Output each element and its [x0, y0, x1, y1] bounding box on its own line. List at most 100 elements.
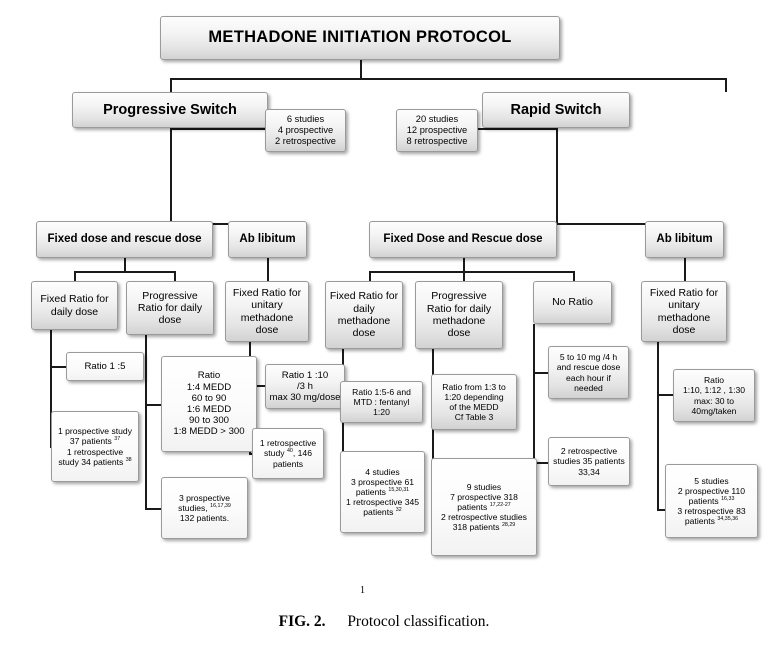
node-rs-fixed-ratio-daily-methadone-label: Fixed Ratio for daily methadone dose — [329, 290, 399, 340]
connector-rapid-stem — [556, 128, 558, 223]
connector-root-horizontal — [170, 78, 726, 80]
node-rs-fixed-rescue[interactable]: Fixed Dose and Rescue dose — [369, 221, 557, 258]
detail-ps-ab-ratio[interactable]: Ratio 1 :10 /3 h max 30 mg/dose — [265, 364, 345, 409]
node-rs-progressive-ratio-daily-methadone-label: Progressive Ratio for daily methadone do… — [426, 290, 492, 340]
connector-rs-progratio-drop — [463, 271, 465, 281]
detail-ps-fixedratio-ratio-text: Ratio 1 :5 — [84, 360, 126, 372]
note-rapid-switch-text: 20 studies 12 prospective 8 retrospectiv… — [406, 114, 468, 146]
connector-progressive-note — [170, 128, 265, 130]
detail-rs-ab-studies-l2: 2 prospective 110 — [677, 485, 746, 496]
detail-rs-progratio-studies-l5: 318 patients 28,29 — [452, 522, 516, 533]
detail-rs-noratio-dose[interactable]: 5 to 10 mg /4 h and rescue dose each hou… — [548, 346, 629, 399]
node-ps-fixed-rescue[interactable]: Fixed dose and rescue dose — [36, 221, 213, 258]
detail-rs-fixedratio-ratio[interactable]: Ratio 1:5-6 and MTD : fentanyl 1:20 — [340, 381, 423, 423]
connector-progressive-stem — [170, 128, 172, 223]
detail-ps-ab-studies-l2: study 40, 146 — [264, 448, 312, 459]
figure-label: FIG. 2. — [278, 613, 326, 630]
connector-root-stem — [360, 60, 362, 79]
node-ps-progressive-ratio-daily-label: Progressive Ratio for daily dose — [137, 289, 203, 327]
node-ps-ab-libitum[interactable]: Ab libitum — [228, 221, 307, 258]
detail-ps-ab-studies[interactable]: 1 retrospective study 40, 146 patients — [252, 428, 324, 479]
node-rs-ab-libitum[interactable]: Ab libitum — [645, 221, 724, 258]
connector-rs-fixedratio-drop — [369, 271, 371, 281]
connector-rs-ab-spine — [657, 342, 659, 509]
connector-root-left-drop — [170, 78, 172, 92]
connector-ps-fixed-stem — [124, 258, 126, 271]
node-rs-fixed-ratio-daily-methadone[interactable]: Fixed Ratio for daily methadone dose — [325, 281, 403, 349]
node-ps-fixed-ratio-daily[interactable]: Fixed Ratio for daily dose — [31, 281, 118, 330]
detail-ps-fixedratio-studies-l1: 1 prospective study — [57, 426, 133, 437]
detail-rs-noratio-studies[interactable]: 2 retrospective studies 35 patients 33,3… — [548, 437, 630, 486]
figure-caption: FIG. 2. Protocol classification. — [0, 613, 768, 631]
connector-rapid-note — [478, 128, 556, 130]
connector-ps-progratio-spine — [145, 335, 147, 508]
connector-rs-progratio-spine — [432, 349, 434, 516]
detail-rs-ab-studies-l5: patients 34,35,36 — [684, 516, 739, 527]
detail-ps-fixedratio-studies-l3: 1 retrospective — [66, 446, 124, 457]
connector-ps-progratio-d1 — [145, 404, 161, 406]
connector-rs-noratio-drop — [573, 271, 575, 281]
detail-rs-noratio-studies-l2: studies 35 patients — [553, 456, 625, 467]
connector-ps-ab-d1 — [249, 385, 265, 387]
node-rs-fixed-rescue-label: Fixed Dose and Rescue dose — [383, 232, 543, 245]
note-rapid-switch-studies[interactable]: 20 studies 12 prospective 8 retrospectiv… — [396, 109, 478, 152]
detail-ps-progratio-studies[interactable]: 3 prospective studies, 16,17,39 132 pati… — [161, 477, 248, 539]
detail-rs-noratio-dose-text: 5 to 10 mg /4 h and rescue dose each hou… — [556, 352, 621, 393]
connector-rs-fixed-stem — [463, 258, 465, 271]
detail-rs-ab-studies-l3: patients 16,33 — [688, 495, 735, 506]
detail-rs-fixedratio-studies[interactable]: 4 studies 3 prospective 61 patients 15,3… — [340, 451, 425, 533]
node-progressive-switch[interactable]: Progressive Switch — [72, 92, 268, 128]
connector-ps-ab-stem — [267, 258, 269, 281]
node-rs-ab-unitary-label: Fixed Ratio for unitary methadone dose — [649, 286, 719, 336]
detail-rs-ab-studies[interactable]: 5 studies 2 prospective 110 patients 16,… — [665, 464, 758, 538]
connector-rapid-split — [463, 223, 685, 225]
ref-17-22-27: 17,22-27 — [489, 502, 511, 509]
detail-rs-fixedratio-studies-l4: 1 retrospective 345 — [345, 497, 420, 508]
node-rs-progressive-ratio-daily-methadone[interactable]: Progressive Ratio for daily methadone do… — [415, 281, 503, 349]
detail-ps-progratio-studies-l2: studies, 16,17,39 — [178, 502, 231, 513]
connector-ps-fixedratio-spine — [50, 330, 52, 446]
connector-ps-fixedratio-drop — [74, 271, 76, 281]
ref-16-17-39: 16,17,39 — [210, 503, 231, 510]
node-rs-ab-unitary[interactable]: Fixed Ratio for unitary methadone dose — [641, 281, 727, 342]
detail-rs-progratio-ratio[interactable]: Ratio from 1:3 to 1:20 depending of the … — [431, 374, 517, 430]
node-rs-no-ratio-label: No Ratio — [552, 296, 593, 309]
node-rs-ab-libitum-label: Ab libitum — [656, 232, 713, 245]
detail-rs-progratio-ratio-text: Ratio from 1:3 to 1:20 depending of the … — [442, 381, 506, 423]
node-root[interactable]: METHADONE INITIATION PROTOCOL — [160, 16, 560, 60]
node-ps-ab-unitary[interactable]: Fixed Ratio for unitary methadone dose — [225, 281, 309, 342]
ref-28-29: 28,29 — [501, 522, 516, 529]
detail-rs-fixedratio-ratio-text: Ratio 1:5-6 and MTD : fentanyl 1:20 — [352, 386, 411, 418]
node-root-label: METHADONE INITIATION PROTOCOL — [208, 28, 512, 47]
node-ps-ab-unitary-label: Fixed Ratio for unitary methadone dose — [232, 286, 302, 336]
node-rs-no-ratio[interactable]: No Ratio — [533, 281, 612, 324]
node-progressive-switch-label: Progressive Switch — [103, 101, 237, 118]
connector-ps-progratio-drop — [174, 271, 176, 281]
detail-rs-ab-ratio[interactable]: Ratio 1:10, 1:12 , 1:30 max: 30 to 40mg/… — [673, 369, 755, 422]
ref-16-33: 16,33 — [721, 496, 735, 503]
detail-rs-progratio-studies-l1: 9 studies — [466, 481, 502, 492]
detail-ps-fixedratio-ratio[interactable]: Ratio 1 :5 — [66, 352, 144, 381]
detail-rs-progratio-studies[interactable]: 9 studies 7 prospective 318 patients 17,… — [431, 458, 537, 556]
detail-rs-fixedratio-studies-l2: 3 prospective 61 — [350, 476, 415, 487]
detail-rs-ab-studies-l4: 3 retrospective 83 — [677, 506, 746, 517]
node-ps-fixed-rescue-label: Fixed dose and rescue dose — [47, 232, 202, 245]
node-ps-progressive-ratio-daily[interactable]: Progressive Ratio for daily dose — [126, 281, 214, 335]
detail-rs-noratio-studies-l3: 33,34 — [578, 466, 600, 477]
note-progressive-switch-text: 6 studies 4 prospective 2 retrospective — [275, 114, 336, 146]
ref-34-36: 34,35,36 — [717, 516, 739, 523]
ref-38: 38 — [125, 456, 132, 463]
detail-ps-progratio-ratio[interactable]: Ratio 1:4 MEDD 60 to 90 1:6 MEDD 90 to 3… — [161, 356, 257, 452]
connector-ps-fixed-split — [74, 271, 175, 273]
node-rapid-switch-label: Rapid Switch — [510, 101, 602, 118]
detail-ps-fixedratio-studies[interactable]: 1 prospective study 37 patients 37 1 ret… — [51, 411, 139, 482]
connector-rs-ab-stem — [684, 258, 686, 281]
connector-rs-ab-d1 — [657, 394, 673, 396]
note-progressive-switch-studies[interactable]: 6 studies 4 prospective 2 retrospective — [265, 109, 346, 152]
node-rapid-switch[interactable]: Rapid Switch — [482, 92, 630, 128]
detail-ps-progratio-studies-l1: 3 prospective — [178, 492, 231, 503]
detail-rs-fixedratio-studies-l1: 4 studies — [365, 466, 400, 477]
detail-ps-ab-studies-l3: patients — [272, 458, 304, 469]
ref-37: 37 — [114, 436, 121, 443]
